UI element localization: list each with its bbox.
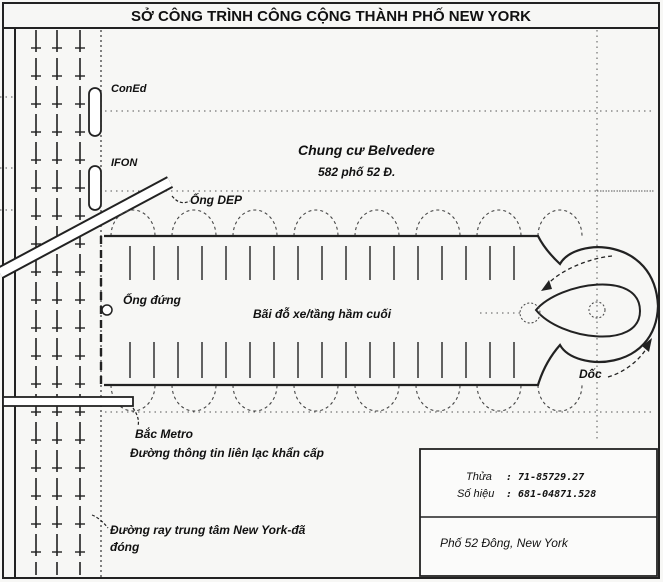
rail-label-line2: đóng <box>110 540 140 554</box>
ramp-arrowhead-top <box>541 280 552 291</box>
bay-arc-top <box>476 209 522 237</box>
metro-leader <box>132 407 140 427</box>
standpipe-label: Ống đứng <box>123 292 182 307</box>
parking-label: Bãi đỗ xe/tầng hầm cuối <box>253 306 392 321</box>
ramp-arrow-bottom <box>607 345 649 378</box>
coned-label: ConEd <box>111 83 147 95</box>
building-address: 582 phố 52 Đ. <box>318 165 395 179</box>
ifon-conduit <box>88 165 102 211</box>
sohieu-value: : 681-04871.528 <box>506 489 596 500</box>
dotted-grid <box>0 30 655 440</box>
emergency-line-label: Đường thông tin liên lạc khẩn cấp <box>130 446 324 460</box>
bay-arc-top <box>171 209 217 237</box>
bay-arc-top <box>232 209 278 237</box>
bay-arc-bottom <box>171 384 217 412</box>
ramp-arrow-top <box>546 255 613 286</box>
thua-label: Thửa <box>466 471 492 483</box>
bay-arc-bottom <box>232 384 278 412</box>
thua-value: : 71-85729.27 <box>506 472 584 483</box>
dep-pipe <box>0 176 174 279</box>
standpipe-marker <box>101 304 113 316</box>
rail-tracks <box>14 28 102 578</box>
dep-pipe-label: Ống DEP <box>190 192 243 207</box>
outer-border <box>2 2 660 579</box>
bay-arc-top <box>110 209 156 237</box>
bay-arc-top <box>293 209 339 237</box>
info-box: Thửa : 71-85729.27 Số hiệu : 681-04871.5… <box>419 448 658 577</box>
rail-leader <box>91 514 109 529</box>
ifon-label: IFON <box>111 157 138 169</box>
coned-conduit <box>88 87 102 137</box>
page-title: SỞ CÔNG TRÌNH CÔNG CỘNG THÀNH PHỐ NEW YO… <box>131 7 531 25</box>
bay-arc-bottom <box>293 384 339 412</box>
dep-leader <box>171 195 191 204</box>
bay-arc-top <box>354 209 400 237</box>
bay-arc-bottom <box>476 384 522 412</box>
sohieu-label: Số hiệu <box>457 488 494 500</box>
bay-arc-top <box>415 209 461 237</box>
top-parking-bays <box>110 209 583 237</box>
bay-arc-bottom <box>354 384 400 412</box>
turnaround-center <box>588 301 606 319</box>
bay-arc-top <box>537 209 583 237</box>
metro-label: Bắc Metro <box>135 426 193 441</box>
bottom-parking-bays <box>110 384 583 412</box>
building-name: Chung cư Belvedere <box>298 142 435 158</box>
rail-label-line1: Đường ray trung tâm New York-đã <box>110 523 306 537</box>
metro-north-pipe <box>2 396 134 407</box>
bay-arc-bottom <box>110 384 156 412</box>
parking-garage-outline <box>104 234 660 387</box>
bay-arc-bottom <box>537 384 583 412</box>
bay-arc-bottom <box>415 384 461 412</box>
ramp-label: Dốc <box>579 367 602 381</box>
parking-stalls <box>129 246 515 378</box>
turnaround-entry <box>519 302 541 324</box>
street-address: Phố 52 Đông, New York <box>440 536 569 550</box>
ramp-arrowhead-bottom <box>642 338 652 352</box>
